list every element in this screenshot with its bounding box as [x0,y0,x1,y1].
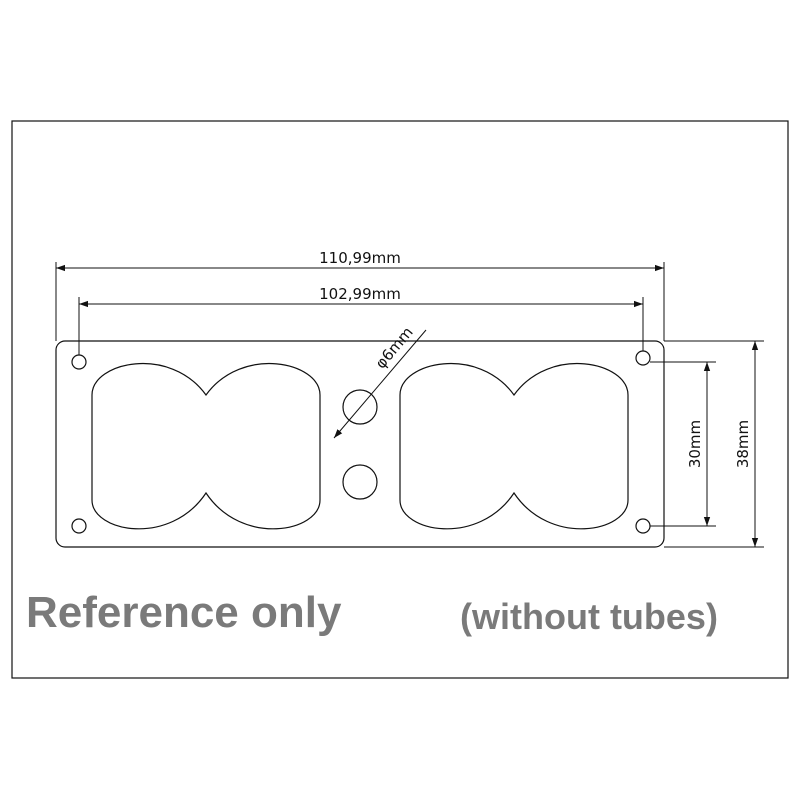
mount-hole-bottom-right [635,518,651,534]
without-tubes-note: (without tubes) [460,596,718,637]
center-hole-bottom [342,464,378,500]
mount-hole-bottom-left [71,518,87,534]
overall-height-label: 38mm [734,420,752,468]
overall-width-label: 110,99mm [319,249,401,267]
plate-outline [55,340,665,548]
drawing-frame [11,120,789,679]
inner-height-label: 30mm [686,420,704,468]
diameter-label: φ6mm [372,323,417,372]
hole-spacing-label: 102,99mm [319,285,401,303]
mount-hole-top-right [635,350,651,366]
diameter-leader [333,329,427,439]
tube-cutout-right [399,363,629,530]
mount-hole-top-left [71,354,87,370]
tube-cutout-left [91,363,321,530]
center-hole-top [342,389,378,425]
reference-only-note: Reference only [26,588,342,637]
